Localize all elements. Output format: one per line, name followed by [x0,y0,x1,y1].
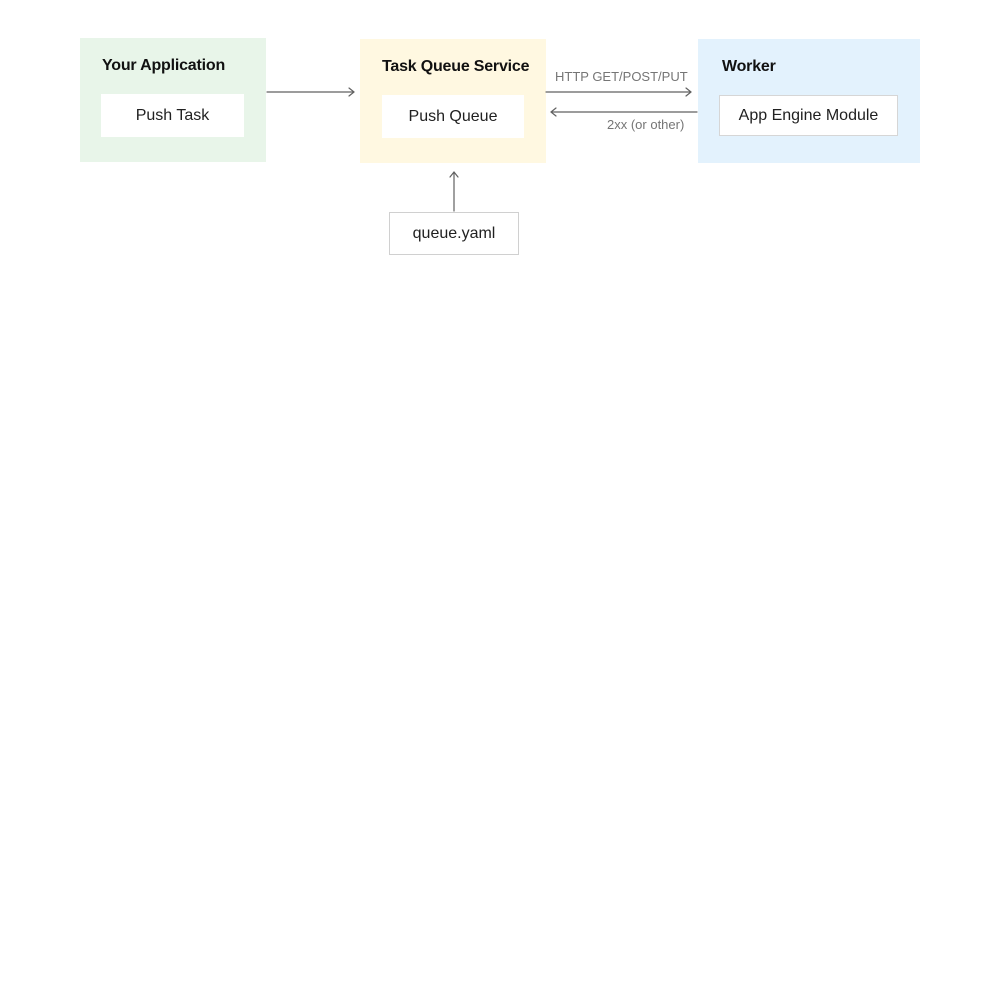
push-queue-box: Push Queue [382,95,524,138]
worker-title: Worker [722,58,776,75]
task-queue-service-panel: Task Queue Service Push Queue [360,39,546,163]
app-engine-module-box: App Engine Module [719,95,898,136]
queue-yaml-box: queue.yaml [389,212,519,255]
response-arrow [550,107,698,117]
your-application-title: Your Application [102,57,226,74]
response-label: 2xx (or other) [607,117,685,132]
push-task-box: Push Task [101,94,244,137]
your-application-panel: Your Application Push Task [80,38,266,162]
http-request-label: HTTP GET/POST/PUT [555,69,688,84]
worker-panel: Worker App Engine Module [698,39,920,163]
http-request-arrow [545,87,692,97]
connector-arrows [266,87,698,212]
task-queue-service-title: Task Queue Service [382,58,530,75]
yaml-to-queue-arrow [449,171,459,212]
application-to-queue-arrow [266,87,355,97]
